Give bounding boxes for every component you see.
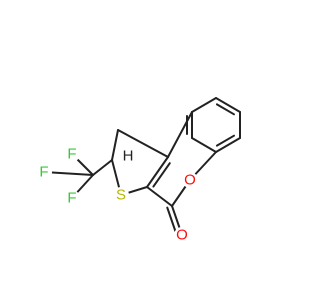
pyranone-bond <box>146 186 173 207</box>
fluorine-atom-label: F <box>67 190 76 207</box>
benzene-double-bond <box>215 134 236 147</box>
atom-label-background <box>182 172 198 188</box>
thiophene-bond <box>117 129 169 158</box>
sulfur-atom-label: S <box>116 187 126 204</box>
cf3-bond <box>92 159 113 176</box>
pyranone-bond <box>146 156 169 188</box>
fluorine-atom-label: F <box>67 146 76 163</box>
atom-label-background <box>64 190 80 206</box>
thiophene-bond <box>111 129 119 161</box>
ring-fusion-bond <box>167 111 193 158</box>
benzene-bond <box>191 97 217 113</box>
atom-label-background <box>36 164 52 180</box>
benzene-double-bond <box>215 103 236 116</box>
benzene-bond <box>191 137 217 153</box>
atom-label-background <box>113 187 129 203</box>
fluorine-atom-label: F <box>39 164 48 181</box>
molecule-diagram: S O O F F F H <box>36 97 241 244</box>
hydrogen-atom-label: H <box>123 148 134 165</box>
ring-oxygen-label: O <box>184 172 196 189</box>
carbonyl-oxygen-label: O <box>176 227 188 244</box>
cf-bond <box>43 171 94 176</box>
pyranone-double-bond <box>152 162 171 188</box>
atom-label-background <box>174 227 190 243</box>
atom-label-background <box>120 148 136 164</box>
atom-label-background <box>64 146 80 162</box>
benzene-bond <box>215 97 241 113</box>
structure-canvas: S O O F F F H <box>36 97 241 244</box>
benzene-bond <box>215 137 241 153</box>
